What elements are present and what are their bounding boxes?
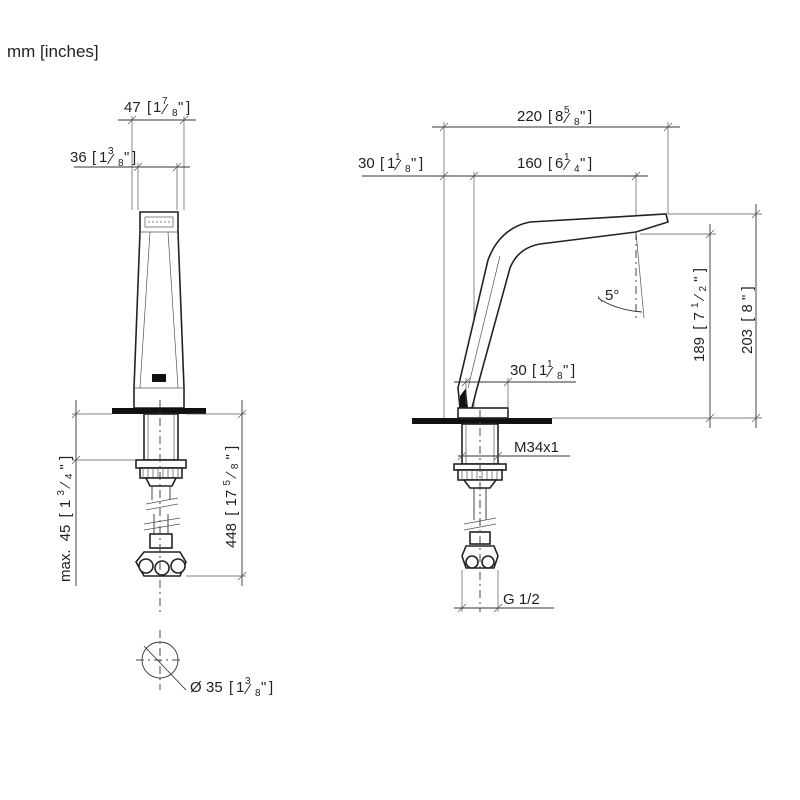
svg-text:⁄: ⁄ (562, 157, 571, 174)
thread-label: M34x1 (457, 439, 570, 461)
svg-text:G 1/2: G 1/2 (503, 591, 540, 608)
svg-text:⁄: ⁄ (243, 681, 252, 698)
svg-text:]: ] (269, 679, 273, 696)
faucet-front-body (133, 211, 185, 409)
svg-text:": " (178, 99, 183, 116)
svg-text:": " (580, 155, 585, 172)
svg-text:Ø: Ø (190, 679, 202, 696)
front-view: 47 [ 1 7 ⁄ 8 " ] 36 [ 1 3 ⁄ 8 " ] (51, 96, 273, 699)
svg-text:8: 8 (255, 688, 261, 699)
svg-text:448 [ 17: 448 [ 17 5 ⁄ 8 " ] (217, 446, 242, 548)
deck-plate-side (412, 418, 552, 424)
svg-text:1: 1 (236, 679, 244, 696)
dim-width-top-mm: 47 (124, 99, 141, 116)
svg-text:35: 35 (206, 679, 223, 696)
svg-text:]: ] (132, 149, 136, 166)
svg-text:8: 8 (555, 108, 563, 125)
svg-text:1: 1 (564, 152, 570, 163)
spout-angle: 5° (605, 287, 619, 304)
svg-text:8: 8 (574, 117, 580, 128)
svg-text:30: 30 (510, 362, 527, 379)
svg-text:4: 4 (574, 164, 580, 175)
svg-text:": " (580, 108, 585, 125)
svg-text:3: 3 (245, 676, 251, 687)
dim-spout-reach: 160 [ 6 1 ⁄ 4 " ] (474, 152, 648, 236)
svg-text:[: [ (548, 155, 553, 172)
svg-text:]: ] (571, 362, 575, 379)
svg-text:1: 1 (539, 362, 547, 379)
dim-overall-reach: 220 [ 8 5 ⁄ 8 " ] (432, 105, 680, 418)
svg-text:30: 30 (358, 155, 375, 172)
svg-text:160: 160 (517, 155, 542, 172)
svg-text:1: 1 (547, 359, 553, 370)
svg-text:7: 7 (162, 96, 168, 107)
svg-text:⁄: ⁄ (562, 110, 571, 127)
dim-outlet-height: 189 [ 7 1 ⁄ 2 " ] (552, 224, 716, 428)
svg-text:⁄: ⁄ (393, 157, 402, 174)
svg-text:⁄: ⁄ (106, 151, 115, 168)
svg-text:M34x1: M34x1 (514, 439, 559, 456)
side-view: 220 [ 8 5 ⁄ 8 " ] 30 [ 1 1 ⁄ 8 " ] 16 (358, 105, 762, 613)
svg-text:8: 8 (118, 158, 124, 169)
svg-text:]: ] (186, 99, 190, 116)
dim-length-below: 448 [ 17 5 ⁄ 8 " ] (186, 400, 247, 586)
svg-text:[: [ (147, 99, 152, 116)
svg-text:203 [ 8: 203 [ 8 " ] (739, 286, 756, 354)
svg-text:8: 8 (405, 164, 411, 175)
svg-text:36: 36 (70, 149, 87, 166)
svg-text:": " (261, 679, 266, 696)
svg-text:": " (411, 155, 416, 172)
shank-front (135, 413, 187, 487)
svg-text:]: ] (588, 155, 592, 172)
svg-text:1: 1 (395, 152, 401, 163)
hoses-front (135, 486, 187, 577)
connection-label: G 1/2 (454, 570, 554, 613)
svg-text:[: [ (532, 362, 537, 379)
svg-text:8: 8 (557, 371, 563, 382)
svg-text:5: 5 (564, 105, 570, 116)
svg-text:]: ] (419, 155, 423, 172)
svg-text:]: ] (588, 108, 592, 125)
dim-base-width: 30 [ 1 1 ⁄ 8 " ] (454, 359, 576, 410)
svg-text:220: 220 (517, 108, 542, 125)
svg-text:": " (124, 149, 129, 166)
svg-text:[: [ (229, 679, 234, 696)
dim-max-deck: max. 45 [ 1 3 ⁄ 4 " ] (51, 400, 136, 586)
svg-text:1: 1 (387, 155, 395, 172)
svg-text:": " (563, 362, 568, 379)
svg-text:3: 3 (108, 146, 114, 157)
units-label: mm [inches] (7, 42, 99, 61)
svg-text:1: 1 (153, 99, 161, 116)
dim-width-top: 47 [ 1 7 ⁄ 8 " ] (118, 96, 196, 210)
svg-text:⁄: ⁄ (160, 101, 169, 118)
dim-total-height: 203 [ 8 " ] (668, 204, 762, 428)
svg-text:[: [ (380, 155, 385, 172)
svg-text:6: 6 (555, 155, 563, 172)
deck-plate-front (112, 408, 206, 414)
base-side (457, 407, 509, 419)
svg-text:189 [ 7: 189 [ 7 1 ⁄ 2 " ] (685, 268, 710, 362)
svg-text:[: [ (548, 108, 553, 125)
dim-width-body: 36 [ 1 3 ⁄ 8 " ] (70, 146, 190, 210)
hole-diameter: Ø 35 [ 1 3 ⁄ 8 " ] (136, 630, 273, 699)
svg-text:max. 45 [: max. 45 [ 1 3 ⁄ 4 " ] (51, 456, 76, 582)
svg-text:[: [ (92, 149, 97, 166)
svg-text:1: 1 (99, 149, 107, 166)
svg-text:⁄: ⁄ (545, 364, 554, 381)
svg-text:8: 8 (172, 108, 178, 119)
